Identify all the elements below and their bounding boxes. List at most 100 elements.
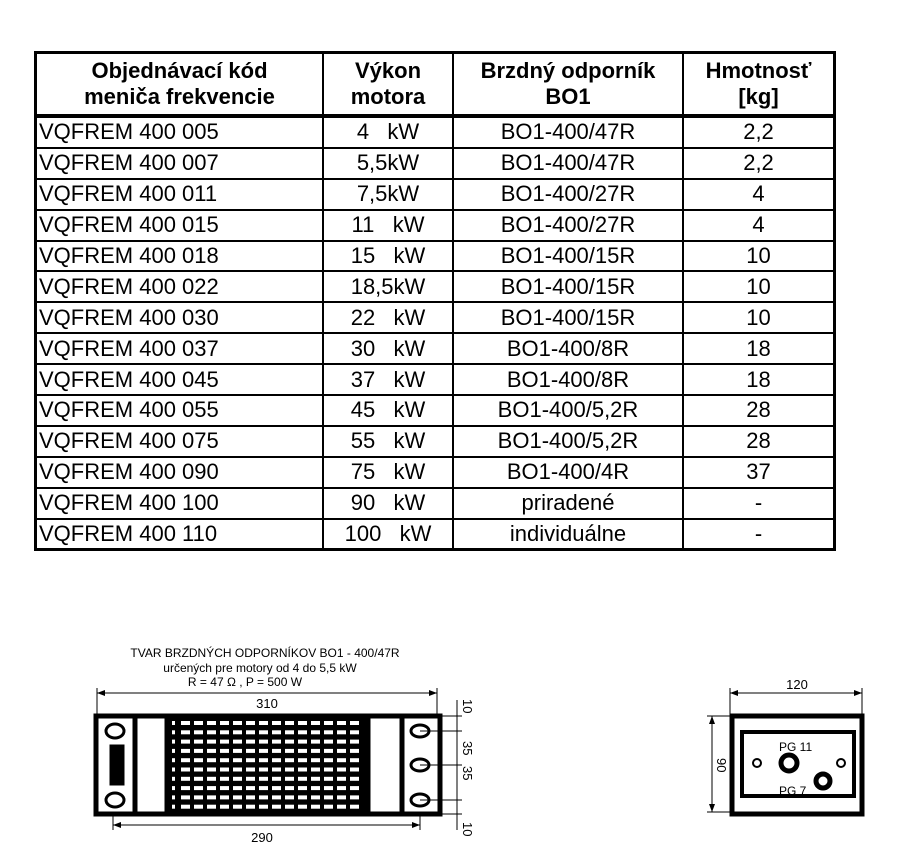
motor-power-cell: 4 kW [322, 115, 454, 149]
grille-slot [311, 767, 320, 772]
grille-slot [272, 758, 281, 763]
weight-cell: 18 [682, 363, 836, 397]
brake-resistor-cell: BO1-400/8R [452, 332, 684, 366]
grille-slot [337, 786, 346, 791]
brake-resistor-cell: BO1-400/27R [452, 208, 684, 242]
grille-slot [311, 795, 320, 800]
grille-slot [285, 767, 294, 772]
grille-slot [259, 739, 268, 744]
motor-power-cell: 90 kW [322, 486, 454, 520]
grille-slot [298, 795, 307, 800]
grille-slot [181, 786, 190, 791]
grille-slot [220, 795, 229, 800]
grille-slot [259, 758, 268, 763]
order-code-cell: VQFREM 400 055 [34, 394, 324, 427]
grille-slot [207, 758, 216, 763]
grille-slot [194, 804, 203, 809]
grille-slot [172, 804, 175, 809]
grille-slot [324, 730, 333, 735]
grille-slot [350, 776, 359, 781]
motor-power-cell: 18,5kW [322, 270, 454, 304]
grille-slot [311, 776, 320, 781]
grille-slot [350, 795, 359, 800]
order-code-cell: VQFREM 400 110 [34, 517, 324, 551]
drawing-title: TVAR BRZDNÝCH ODPORNÍKOV BO1 - 400/47R [130, 645, 400, 660]
drawing-specs: R = 47 Ω , P = 500 W [188, 675, 303, 689]
pg7-label: PG 7 [779, 784, 807, 798]
column-header: Brzdný odporník BO1 [452, 51, 684, 118]
grille-slot [285, 721, 294, 725]
grille-slot [311, 758, 320, 763]
grille-slot [272, 804, 281, 809]
weight-cell: 10 [682, 270, 836, 304]
grille-slot [181, 758, 190, 763]
grille-slot [233, 730, 242, 735]
grille-slot [233, 721, 242, 725]
dim-top-margin: 10 [460, 699, 475, 713]
grille-slot [246, 795, 255, 800]
grille-slot [350, 739, 359, 744]
grille-slot [272, 767, 281, 772]
brake-resistor-cell: individuálne [452, 517, 684, 551]
grille-slot [350, 748, 359, 753]
brake-resistor-cell: BO1-400/4R [452, 455, 684, 489]
weight-cell: 28 [682, 394, 836, 427]
grille-slot [181, 739, 190, 744]
grille-slot [285, 730, 294, 735]
grille-slot [233, 786, 242, 791]
motor-power-cell: 5,5kW [322, 146, 454, 180]
grille-slot [285, 786, 294, 791]
grille-slot [194, 776, 203, 781]
grille-slot [272, 739, 281, 744]
order-code-cell: VQFREM 400 100 [34, 486, 324, 520]
grille-slot [324, 767, 333, 772]
grille-slot [246, 776, 255, 781]
dim-hole-pitch-1: 35 [460, 741, 475, 755]
grille-slot [337, 795, 346, 800]
grille-slot [337, 804, 346, 809]
weight-cell: 28 [682, 424, 836, 458]
grille-slot [181, 721, 190, 725]
motor-power-cell: 30 kW [322, 332, 454, 366]
grille-slot [298, 758, 307, 763]
grille-slot [298, 730, 307, 735]
brake-resistor-cell: BO1-400/27R [452, 177, 684, 211]
weight-cell: 10 [682, 239, 836, 273]
grille-slot [194, 767, 203, 772]
grille-slot [311, 739, 320, 744]
grille-slot [337, 776, 346, 781]
grille-slot [350, 730, 359, 735]
grille-slot [181, 804, 190, 809]
grille-slot [324, 739, 333, 744]
grille-slot [311, 804, 320, 809]
motor-power-cell: 37 kW [322, 363, 454, 397]
grille-slot [207, 786, 216, 791]
order-code-cell: VQFREM 400 011 [34, 177, 324, 211]
grille-slot [337, 748, 346, 753]
grille-slot [220, 748, 229, 753]
dim-hole-pitch-2: 35 [460, 766, 475, 780]
grille-slot [337, 758, 346, 763]
grille-slot [272, 730, 281, 735]
grille-slot [259, 804, 268, 809]
grille-slot [246, 730, 255, 735]
grille-slot [194, 748, 203, 753]
grille-slot [220, 804, 229, 809]
grille-slot [233, 804, 242, 809]
column-header: Výkon motora [322, 51, 454, 118]
motor-power-cell: 15 kW [322, 239, 454, 273]
grille-slot [259, 721, 268, 725]
grille-slot [207, 721, 216, 725]
grille-slot [350, 721, 359, 725]
motor-power-cell: 75 kW [322, 455, 454, 489]
brake-resistor-cell: priradené [452, 486, 684, 520]
weight-cell: 10 [682, 301, 836, 335]
weight-cell: 4 [682, 208, 836, 242]
